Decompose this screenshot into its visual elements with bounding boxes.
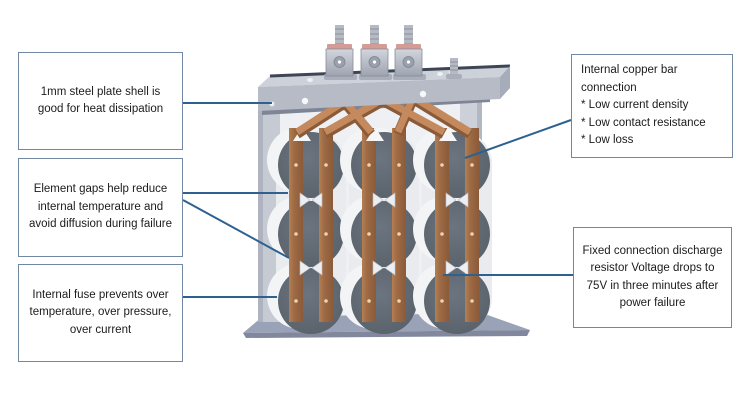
capacitor-element — [278, 132, 344, 198]
element-connector — [299, 260, 323, 276]
capacitor-bank — [243, 25, 530, 338]
ground-stud — [446, 58, 462, 79]
element-connector — [299, 192, 323, 208]
terminal-stud — [404, 25, 413, 47]
callout-steel-shell-text: 1mm steel plate shell is good for heat d… — [37, 85, 164, 116]
connector-tab — [439, 127, 457, 141]
beam-hole — [301, 97, 309, 105]
capacitor-element — [424, 132, 490, 198]
callout-discharge-resistor: Fixed connection discharge resistor Volt… — [573, 227, 732, 328]
capacitor-element — [351, 268, 417, 334]
element-connector — [372, 192, 396, 208]
callout-copper-bar-bullet-2: * Low contact resistance — [581, 116, 706, 129]
bushing-terminal-1 — [324, 25, 357, 80]
capacitor-element — [351, 201, 417, 267]
copper-strap — [319, 128, 333, 322]
callout-steel-shell: 1mm steel plate shell is good for heat d… — [18, 52, 183, 150]
terminal-stud — [370, 25, 379, 47]
element-column-3 — [413, 127, 492, 334]
callout-element-gaps-text: Element gaps help reduce internal temper… — [29, 183, 172, 231]
callout-copper-bar-bullet-1: * Low current density — [581, 99, 689, 112]
bushing-gasket — [396, 44, 421, 50]
copper-strap — [435, 128, 449, 322]
bushing-terminal-3 — [393, 25, 426, 80]
bushing-gasket — [362, 44, 387, 50]
copper-strap — [392, 128, 406, 322]
capacitor-element — [424, 201, 490, 267]
leader-copper-bar — [464, 119, 572, 159]
callout-copper-bar-bullet-3: * Low loss — [581, 134, 634, 147]
leader-lines — [182, 102, 573, 298]
leader-element-gaps-2 — [182, 199, 290, 259]
capacitor-element — [278, 268, 344, 334]
callout-discharge-resistor-text: Fixed connection discharge resistor Volt… — [582, 244, 723, 310]
copper-strap — [362, 128, 376, 322]
beam-hole — [419, 90, 427, 98]
bushing-gasket — [327, 44, 352, 50]
strap-rivets — [294, 163, 328, 303]
strap-rivets — [440, 163, 474, 303]
element-connector — [445, 192, 469, 208]
strap-rivets — [367, 163, 401, 303]
capacitor-element — [424, 268, 490, 334]
callout-copper-bar-title: Internal copper bar connection — [581, 64, 678, 94]
callout-internal-fuse: Internal fuse prevents over temperature,… — [18, 264, 183, 362]
capacitor-element — [351, 132, 417, 198]
beam-bolt — [437, 72, 443, 76]
element-connector — [445, 260, 469, 276]
terminal-stud — [335, 25, 344, 47]
beam-bolt — [307, 78, 313, 82]
element-connector — [372, 260, 396, 276]
callout-internal-fuse-text: Internal fuse prevents over temperature,… — [29, 288, 172, 336]
top-steel-beam — [258, 64, 511, 111]
connector-tab — [366, 127, 384, 141]
copper-strap — [465, 128, 479, 322]
bushing-terminal-2 — [359, 25, 392, 80]
callout-element-gaps: Element gaps help reduce internal temper… — [18, 158, 183, 257]
element-column-2 — [340, 127, 419, 334]
copper-strap — [289, 128, 303, 322]
callout-copper-bar: Internal copper bar connection * Low cur… — [571, 54, 733, 158]
element-column-1 — [267, 127, 346, 334]
